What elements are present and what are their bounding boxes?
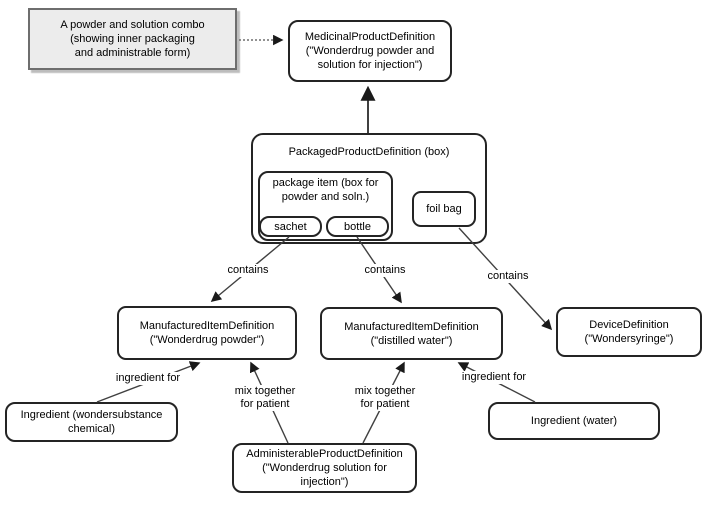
- node-title: PackagedProductDefinition (box): [288, 146, 450, 158]
- node-text-line: powder and soln.): [281, 191, 370, 203]
- note-text-line: A powder and solution combo: [60, 19, 205, 31]
- edge-label-contains: contains: [225, 264, 271, 277]
- node-text-line: ("Wonderdrug powder and: [305, 45, 435, 57]
- annotation-note: A powder and solution combo (showing inn…: [28, 8, 237, 70]
- sachet-node: sachet: [259, 216, 322, 237]
- node-text-line: ("Wonderdrug solution for: [262, 462, 387, 474]
- ingredient-chemical-node: Ingredient (wondersubstance chemical): [5, 402, 178, 442]
- edge-label-contains: contains: [485, 270, 531, 283]
- node-text-line: foil bag: [426, 203, 462, 215]
- node-text-line: solution for injection"): [317, 59, 423, 71]
- edge-label-mix-together: mix together for patient: [352, 385, 418, 411]
- edge-label-line: mix together: [234, 385, 296, 397]
- edge-label-ingredient-for: ingredient for: [113, 372, 183, 385]
- node-text-line: package item (box for: [272, 177, 379, 189]
- note-text-line: and administrable form): [74, 47, 191, 59]
- administerable-product-definition-node: AdministerableProductDefinition ("Wonder…: [232, 443, 417, 493]
- node-text-line: ("Wonderdrug powder"): [149, 334, 265, 346]
- node-text-line: ("Wondersyringe"): [584, 333, 674, 345]
- bottle-node: bottle: [326, 216, 389, 237]
- note-text-line: (showing inner packaging: [70, 33, 195, 45]
- edge-label-line: mix together: [354, 385, 416, 397]
- device-definition-node: DeviceDefinition ("Wondersyringe"): [556, 307, 702, 357]
- edge-label-ingredient-for: ingredient for: [459, 371, 529, 384]
- node-text-line: Ingredient (wondersubstance: [20, 409, 163, 421]
- node-text-line: ManufacturedItemDefinition: [139, 320, 275, 332]
- ingredient-water-node: Ingredient (water): [488, 402, 660, 440]
- node-text-line: MedicinalProductDefinition: [304, 31, 436, 43]
- node-text-line: chemical): [67, 423, 116, 435]
- edge-label-contains: contains: [362, 264, 408, 277]
- node-text-line: sachet: [274, 220, 307, 233]
- node-text-line: AdministerableProductDefinition: [246, 448, 403, 460]
- node-text-line: DeviceDefinition: [589, 319, 669, 331]
- medicinal-product-definition-node: MedicinalProductDefinition ("Wonderdrug …: [288, 20, 452, 82]
- manufactured-item-water-node: ManufacturedItemDefinition ("distilled w…: [320, 307, 503, 360]
- edge-label-mix-together: mix together for patient: [232, 385, 298, 411]
- manufactured-item-powder-node: ManufacturedItemDefinition ("Wonderdrug …: [117, 306, 297, 360]
- node-text-line: ManufacturedItemDefinition: [344, 320, 479, 333]
- node-text-line: ("distilled water"): [370, 334, 453, 347]
- edge-label-line: for patient: [240, 398, 290, 410]
- node-text-line: Ingredient (water): [530, 415, 618, 427]
- node-text-line: bottle: [344, 220, 371, 233]
- node-text-line: injection"): [300, 476, 349, 488]
- edge-label-line: for patient: [360, 398, 410, 410]
- foil-bag-node: foil bag: [412, 191, 476, 227]
